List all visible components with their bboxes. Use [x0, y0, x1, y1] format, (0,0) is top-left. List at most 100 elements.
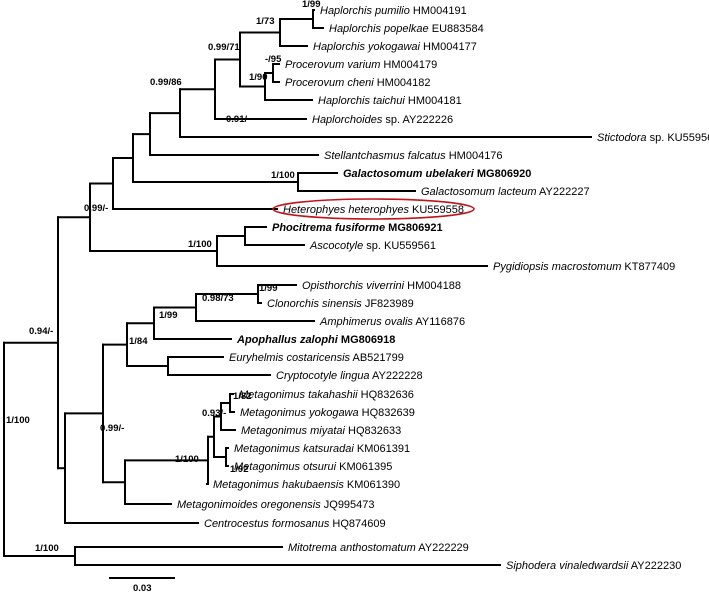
taxon-species: Haplorchis pumilio [320, 5, 410, 17]
taxon-label: Metagonimus yokogawa HQ832639 [240, 407, 415, 419]
branches [3, 9, 592, 566]
taxon-species: Phocitrema fusiforme [272, 222, 385, 234]
taxon-species: Metagonimus yokogawa [240, 407, 359, 419]
taxon-label: Metagonimoides oregonensis JQ995473 [177, 499, 375, 511]
taxon-label: Clonorchis sinensis JF823989 [267, 298, 414, 310]
taxon-accession: KM061395 [336, 461, 392, 473]
taxon-accession: MG806918 [338, 334, 395, 346]
taxon-species: Clonorchis sinensis [267, 298, 362, 310]
support-value: 1/99 [259, 283, 278, 294]
taxon-label: Ascocotyle sp. KU559561 [309, 240, 436, 252]
taxon-label: Cryptocotyle lingua AY222228 [276, 370, 423, 382]
taxon-accession: KT877409 [621, 261, 675, 273]
taxon-species: Metagonimus hakubaensis [213, 479, 344, 491]
support-value: 1/100 [6, 415, 30, 426]
support-value: -/95 [265, 54, 282, 65]
taxon-accession: MG806920 [474, 168, 531, 180]
taxon-species: Stictodora [597, 132, 647, 144]
support-value: 0.93/- [202, 408, 226, 419]
support-value: 1/100 [271, 170, 295, 181]
taxon-label: Procerovum varium HM004179 [285, 59, 437, 71]
taxon-species: Siphodera vinaledwardsii [506, 560, 629, 572]
taxon-accession: HM004182 [374, 77, 431, 89]
taxon-label: Amphimerus ovalis AY116876 [319, 316, 465, 328]
taxon-species: Metagonimus takahashii [239, 389, 358, 401]
taxon-label: Metagonimus otsurui KM061395 [234, 461, 392, 473]
taxon-species: Mitotrema anthostomatum [288, 542, 416, 554]
taxon-species: Ascocotyle [309, 240, 363, 252]
support-value: 1/100 [175, 454, 199, 465]
taxon-accession: AY222229 [416, 542, 469, 554]
highlight-ellipse [272, 198, 475, 220]
taxon-label: Haplorchoides sp. AY222226 [312, 114, 453, 126]
taxon-accession: HM004176 [446, 150, 503, 162]
taxon-label: Haplorchis taichui HM004181 [318, 95, 462, 107]
taxon-species: Apophallus zalophi [236, 334, 339, 346]
taxon-accession: HM004188 [404, 280, 461, 292]
support-value: 0.91/- [226, 114, 250, 125]
taxon-label: Metagonimus takahashii HQ832636 [239, 389, 414, 401]
taxon-accession: AY222226 [400, 114, 453, 126]
scale-bar-label: 0.03 [133, 583, 152, 592]
support-value: 0.99/86 [150, 77, 182, 88]
taxon-species: Galactosomum lacteum [421, 186, 537, 198]
support-value: 1/99 [159, 310, 178, 321]
support-value: 0.99/71 [208, 42, 240, 53]
taxon-label: Galactosomum ubelakeri MG806920 [343, 168, 531, 180]
support-value: 1/82 [233, 391, 252, 402]
taxon-suffix: sp. [382, 114, 400, 126]
taxon-accession: JF823989 [362, 298, 414, 310]
taxon-label: Heterophyes heterophyes KU559558 [283, 204, 464, 216]
taxon-accession: MG806921 [385, 222, 442, 234]
taxon-species: Haplorchis yokogawai [313, 41, 421, 53]
taxon-label: Haplorchis pumilio HM004191 [320, 5, 467, 17]
taxon-accession: HM004181 [405, 95, 462, 107]
support-value: 0.99/- [84, 203, 108, 214]
taxon-species: Metagonimus otsurui [234, 461, 337, 473]
taxon-label: Mitotrema anthostomatum AY222229 [288, 542, 469, 554]
taxon-label: Metagonimus katsuradai KM061391 [234, 443, 410, 455]
taxon-species: Centrocestus formosanus [204, 518, 330, 530]
taxon-accession: KU559561 [381, 240, 436, 252]
taxon-suffix: sp. [647, 132, 665, 144]
scale-bar: 0.03 [109, 577, 175, 592]
taxon-species: Procerovum cheni [285, 77, 374, 89]
taxon-accession: AY222230 [628, 560, 681, 572]
taxon-accession: KU559563 [664, 132, 709, 144]
taxon-label: Galactosomum lacteum AY222227 [421, 186, 590, 198]
support-value: 1/92 [230, 464, 249, 475]
taxon-species: Galactosomum ubelakeri [343, 168, 475, 180]
taxon-label: Phocitrema fusiforme MG806921 [272, 222, 443, 234]
taxon-suffix: sp. [363, 240, 381, 252]
taxon-accession: HQ832636 [358, 389, 414, 401]
taxon-accession: HM004191 [410, 5, 467, 17]
taxon-label: Haplorchis yokogawai HM004177 [313, 41, 477, 53]
taxon-accession: HM004177 [420, 41, 477, 53]
support-value: 0.98/73 [202, 293, 234, 304]
taxon-accession: KM061391 [354, 443, 410, 455]
taxon-species: Haplorchis taichui [318, 95, 405, 107]
taxon-label: Haplorchis popelkae EU883584 [329, 23, 484, 35]
taxon-species: Haplorchoides [312, 114, 383, 126]
taxon-species: Metagonimoides oregonensis [177, 499, 321, 511]
taxon-species: Stellantchasmus falcatus [324, 150, 446, 162]
support-value: 1/84 [129, 336, 148, 347]
support-value: 1/73 [256, 16, 275, 27]
taxon-accession: AB521799 [350, 352, 404, 364]
taxon-label: Metagonimus hakubaensis KM061390 [213, 479, 400, 491]
taxon-accession: HM004179 [380, 59, 437, 71]
taxon-accession: HQ832633 [345, 425, 401, 437]
taxon-accession: KM061390 [344, 479, 400, 491]
support-value: 1/99 [302, 0, 321, 10]
support-values: 1/991/73-/951/900.99/710.91/-0.99/861/10… [6, 0, 321, 554]
taxon-species: Metagonimus katsuradai [234, 443, 354, 455]
taxon-label: Euryhelmis costaricensis AB521799 [229, 352, 404, 364]
taxon-accession: AY222227 [537, 186, 590, 198]
taxon-species: Procerovum varium [285, 59, 380, 71]
taxon-label: Apophallus zalophi MG806918 [236, 334, 395, 346]
support-value: 0.99/- [100, 423, 124, 434]
taxon-species: Cryptocotyle lingua [276, 370, 370, 382]
taxon-species: Haplorchis popelkae [329, 23, 429, 35]
